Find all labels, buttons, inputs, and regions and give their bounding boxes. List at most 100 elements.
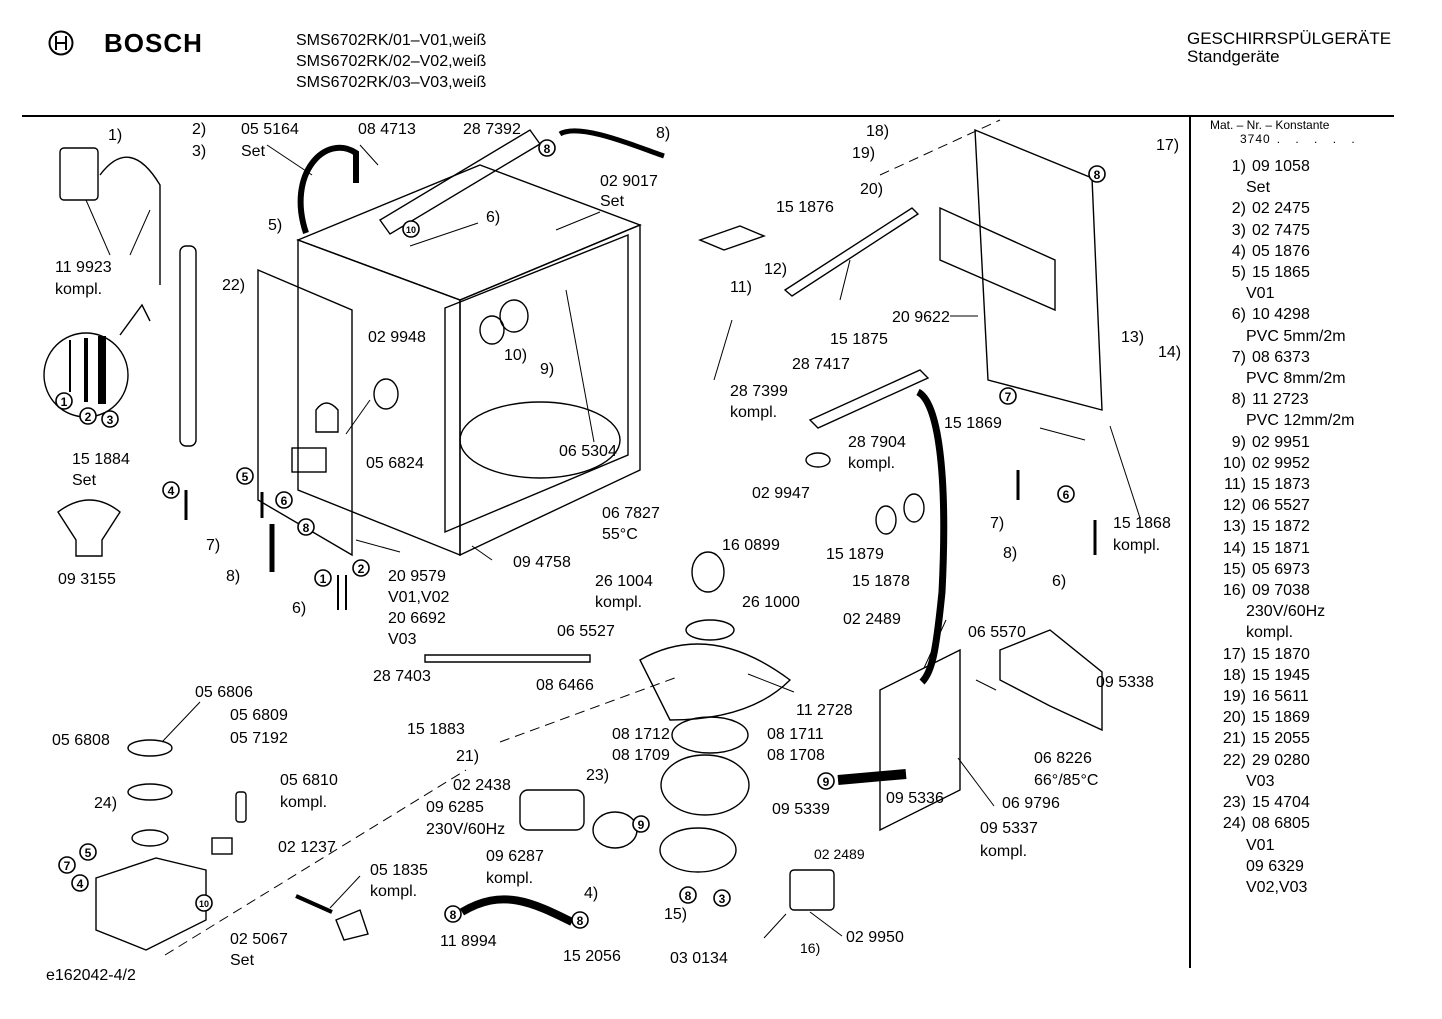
part-index: 20) (1222, 709, 1246, 727)
svg-text:8: 8 (544, 142, 551, 156)
part-note: V01 (1246, 285, 1275, 303)
part-number: 15 4704 (1252, 794, 1310, 812)
tub-sump-ring (459, 401, 621, 479)
part-index: 16) (1222, 582, 1246, 600)
svg-text:3: 3 (719, 892, 726, 906)
part-label: 09 5336 (886, 790, 944, 807)
part-label: 12) (764, 261, 787, 278)
parts-list-item: 4) 05 1876 (1196, 241, 1436, 262)
parts-list-item: 2)02 2475 (1196, 198, 1436, 219)
part-label: 11 9923 (55, 259, 112, 276)
pump-096287 (592, 811, 638, 849)
part-number: 15 1945 (1252, 666, 1310, 684)
tub-top (296, 164, 642, 301)
part-label: 28 7417 (792, 356, 850, 373)
part-label: V01,V02 (388, 589, 449, 606)
part-label: 20) (860, 181, 883, 198)
part-index: 5) (1231, 264, 1246, 282)
marker: 8 (297, 518, 315, 536)
part-index: 9) (1231, 433, 1246, 451)
part-label: 15 1883 (407, 721, 465, 738)
part-label: 08 4713 (358, 121, 416, 138)
marker: 9 (817, 772, 835, 790)
part-label: kompl. (486, 870, 533, 887)
part-160899 (691, 551, 725, 593)
parts-list-item: 1)09 1058 (1196, 156, 1436, 177)
parts-list-item: 11)15 1873 (1196, 474, 1436, 495)
part-label: Set (600, 193, 625, 210)
part-label: 06 5304 (559, 443, 617, 460)
svg-text:4: 4 (77, 877, 84, 891)
part-number: 15 1871 (1252, 539, 1310, 557)
marker: 8 (538, 139, 556, 157)
part-label: 15 2056 (563, 948, 621, 965)
part-label: 06 9796 (1002, 795, 1060, 812)
part-label: 06 7827 (602, 505, 660, 522)
part-151876-top (698, 225, 766, 251)
part-index: 4) (1231, 242, 1246, 260)
part-label: 06 5527 (557, 623, 615, 640)
parts-list-item: 8)11 2723 (1196, 389, 1436, 410)
marker: 5 (79, 843, 97, 861)
svg-text:7: 7 (64, 859, 71, 873)
parts-list-item: 24)08 6805 (1196, 813, 1436, 834)
part-095338 (999, 629, 1103, 732)
marker: 7 (999, 387, 1017, 405)
part-index: 8) (1231, 391, 1246, 409)
part-number: 15 1865 (1252, 264, 1310, 282)
part-label: 06 5570 (968, 624, 1026, 641)
parts-list-item: 3)02 7475 (1196, 220, 1436, 241)
part-label: 20 9622 (892, 309, 950, 326)
part-label: 06 8226 (1034, 750, 1092, 767)
part-095339 (659, 827, 737, 873)
part-label: Set (72, 472, 97, 489)
motor-096285 (519, 789, 585, 831)
marker: 2 (79, 407, 97, 425)
svg-text:5: 5 (85, 846, 92, 860)
part-label: kompl. (730, 404, 777, 421)
hose-118994 (459, 895, 574, 926)
part-number: 08 6805 (1252, 815, 1310, 833)
door-inner (939, 206, 1056, 312)
part-label: 10) (504, 347, 527, 364)
part-index: 15) (1222, 560, 1246, 578)
part-label: 18) (866, 123, 889, 140)
drawing-code: e162042-4/2 (46, 967, 136, 984)
part-number: 06 5527 (1252, 497, 1310, 515)
part-label: 6) (1052, 573, 1066, 590)
part-number: 09 1058 (1252, 158, 1310, 175)
spray-arm-lower (424, 654, 591, 663)
part-label: 11 8994 (440, 933, 497, 950)
part-label: 02 9017 (600, 173, 658, 190)
part-number: 05 1876 (1252, 242, 1310, 260)
part-label: 1) (108, 127, 122, 144)
marker: 10 (195, 894, 213, 912)
part-label: 05 6810 (280, 772, 338, 789)
part-056809 (127, 783, 173, 801)
pipe-upper (808, 369, 930, 429)
part-label: 20 6692 (388, 610, 446, 627)
part-number: 15 1873 (1252, 476, 1310, 494)
marker: 4 (162, 481, 180, 499)
svg-text:4: 4 (168, 484, 175, 498)
part-label: 7) (990, 515, 1004, 532)
part-label: 2) (192, 121, 206, 138)
part-label: 11 2728 (796, 702, 853, 719)
part-label: 02 1237 (278, 839, 336, 856)
part-label: 15 1884 (72, 451, 130, 468)
part-label: 8) (226, 568, 240, 585)
part-151879 (875, 505, 897, 535)
part-index: 14) (1222, 539, 1246, 557)
part-label: 26 1004 (595, 573, 653, 590)
category-block: GESCHIRRSPÜLGERÄTE Standgeräte (1187, 30, 1391, 66)
bosch-logo-icon (48, 30, 74, 56)
part-index: 6) (1231, 306, 1246, 324)
part-056824 (373, 378, 399, 410)
part-label: 23) (586, 767, 609, 784)
model-list: SMS6702RK/01–V01,weiß SMS6702RK/02–V02,w… (296, 30, 486, 93)
parts-list-item: 20)15 1869 (1196, 707, 1436, 728)
part-label: 09 6287 (486, 848, 544, 865)
part-label: 20 9579 (388, 568, 446, 585)
part-number: 02 9951 (1252, 433, 1310, 451)
